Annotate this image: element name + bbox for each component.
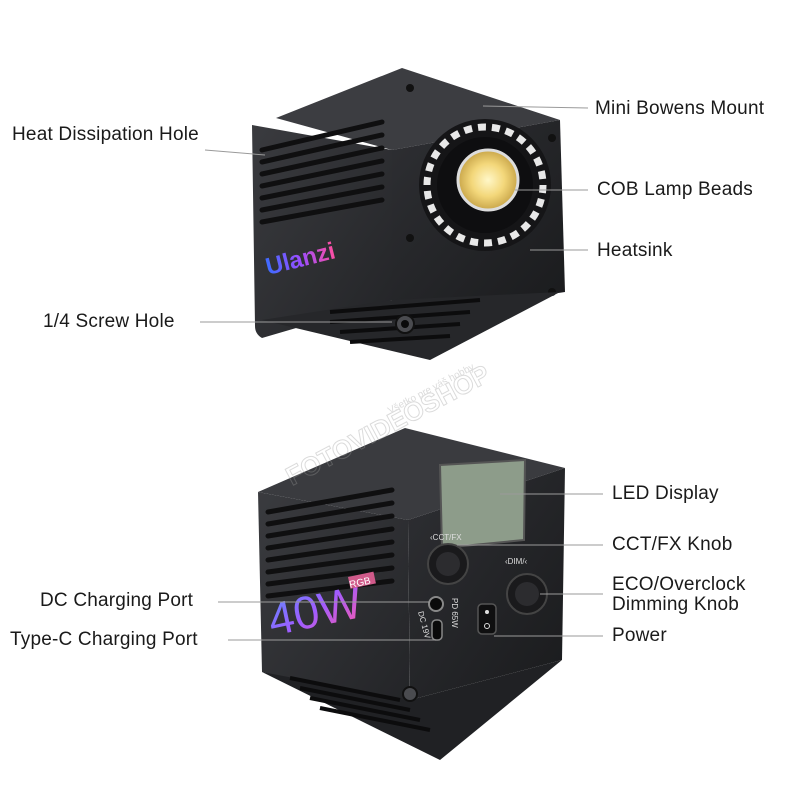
lower-top-face (258, 428, 565, 520)
dc-charging-port[interactable] (428, 596, 444, 612)
leader-mini-bowens (482, 105, 589, 109)
label-power: Power (612, 625, 667, 646)
label-heatsink: Heatsink (597, 240, 673, 261)
label-eco-line1: ECO/Overclock (612, 574, 746, 595)
rgb-badge: RGB (348, 576, 372, 591)
lower-bottom-vents (289, 676, 431, 732)
label-dc-charging-port: DC Charging Port (40, 590, 194, 611)
led-display (438, 458, 527, 550)
eco-overclock-dimming-knob[interactable] (506, 573, 548, 615)
upper-light-unit: Ulanzi (252, 68, 565, 360)
dim-knob-label: ‹DIM/‹ (505, 557, 528, 566)
lower-bottom-face (262, 660, 562, 760)
label-type-c-charging-port: Type-C Charging Port (10, 629, 198, 650)
leader-lines (200, 105, 603, 641)
label-mini-bowens-mount: Mini Bowens Mount (595, 98, 765, 119)
cob-lamp-beads (456, 148, 520, 212)
label-led-display: LED Display (612, 483, 719, 504)
upper-side-vents (259, 119, 385, 225)
cct-fx-knob-label: ‹CCT/FX (430, 533, 462, 542)
label-screw-hole: 1/4 Screw Hole (43, 311, 175, 332)
power-button[interactable] (477, 603, 497, 635)
label-eco-line2: Dimming Knob (612, 594, 740, 615)
type-c-charging-port[interactable] (431, 619, 443, 641)
cct-fx-knob[interactable] (427, 543, 469, 585)
label-eco-overclock-dimming-knob: ECO/Overclock Dimming Knob (612, 575, 746, 615)
label-cob-lamp-beads: COB Lamp Beads (597, 179, 753, 200)
leader-heat-dissipation (204, 149, 266, 156)
label-heat-dissipation-hole: Heat Dissipation Hole (12, 124, 199, 145)
label-cct-fx-knob: CCT/FX Knob (612, 534, 733, 555)
lower-light-unit: 40W RGB ‹CCT/FX ‹DIM/‹ DC 19V PD 65W (258, 428, 565, 760)
pd-port-label: PD 65W (450, 598, 459, 628)
